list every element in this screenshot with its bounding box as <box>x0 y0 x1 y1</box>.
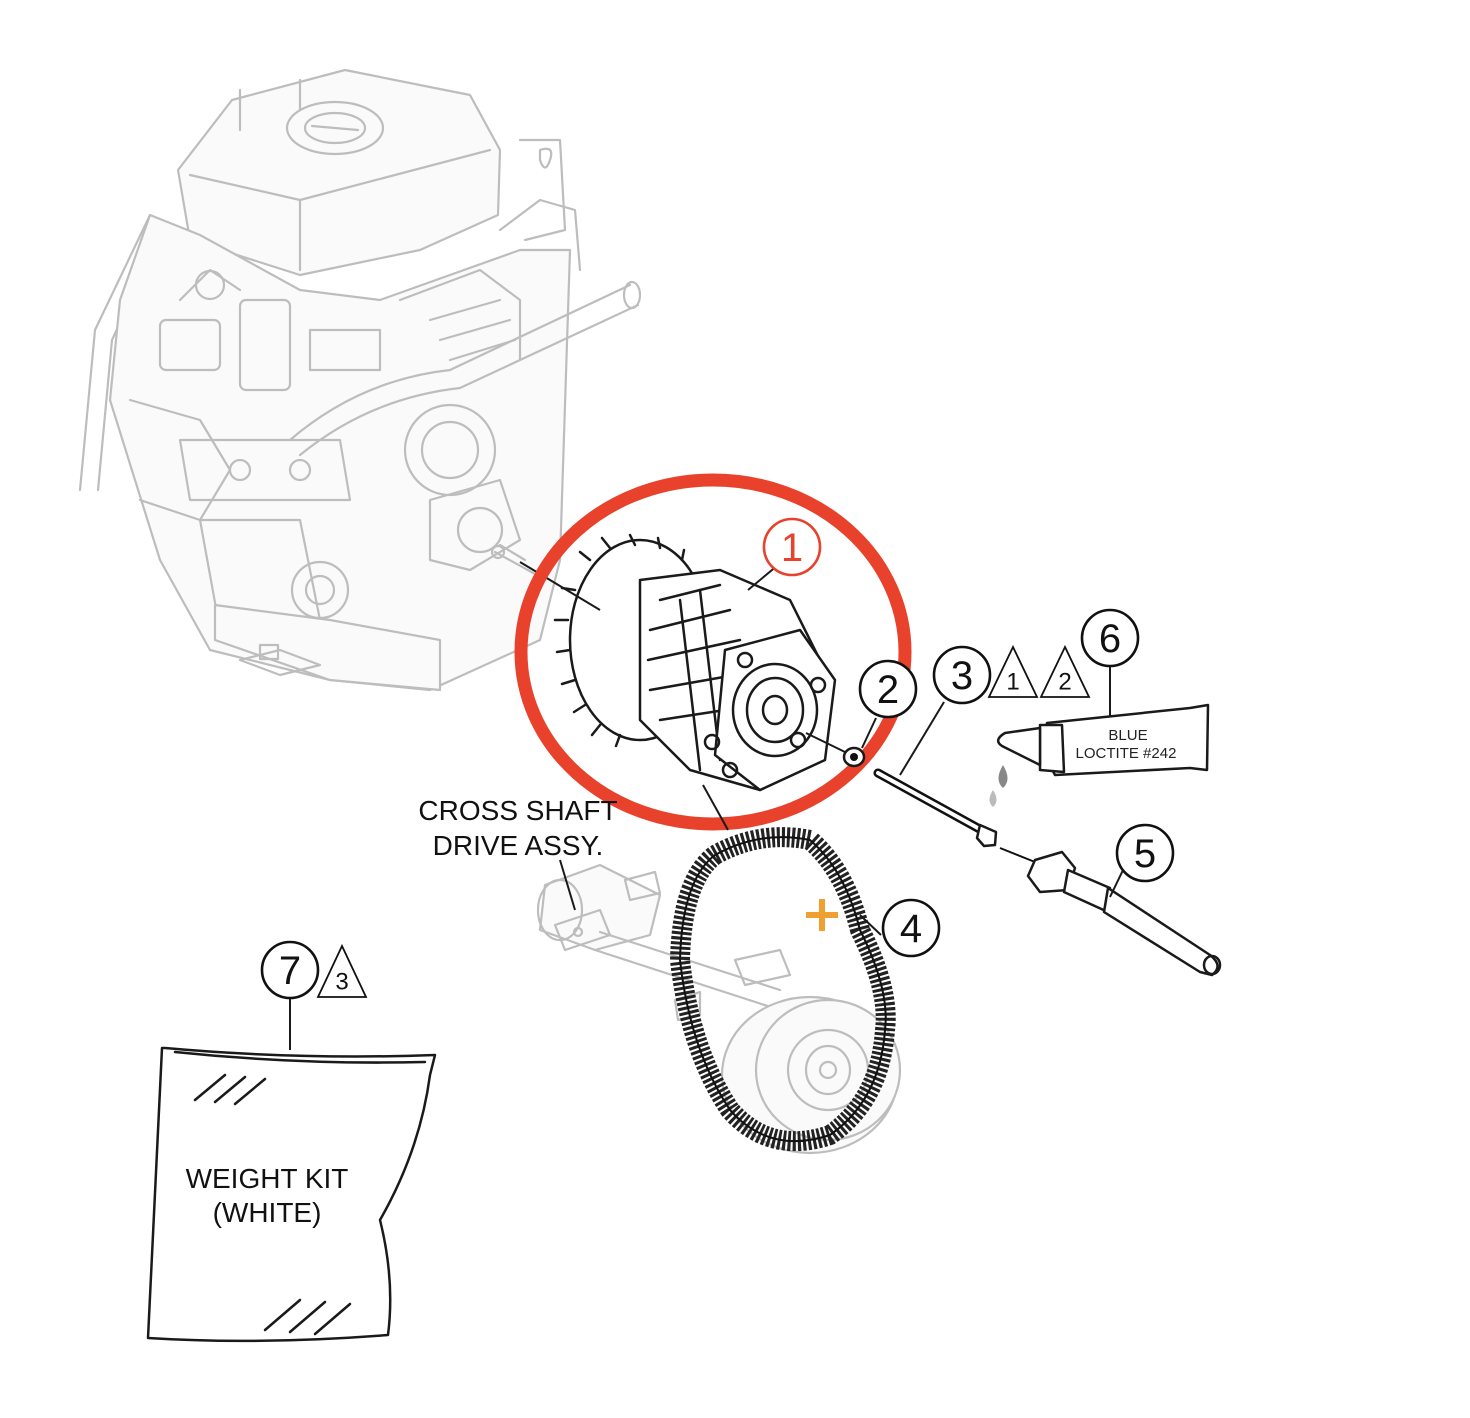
note-3-number: 3 <box>335 969 348 996</box>
weight-kit-label-line1: WEIGHT KIT <box>186 1163 349 1194</box>
note-triangle-3: 3 <box>316 943 368 998</box>
callout-4-number: 4 <box>900 907 922 951</box>
engine-illustration <box>78 68 642 692</box>
drive-belt <box>669 827 896 1152</box>
callout-7-number: 7 <box>279 949 301 993</box>
weight-kit-label-line2: (WHITE) <box>213 1197 322 1228</box>
note-1-number: 1 <box>1006 669 1019 696</box>
leader-lines <box>289 564 1125 1050</box>
cross-shaft-label-line2: DRIVE ASSY. <box>433 830 604 861</box>
callout-6: 6 <box>1080 608 1140 668</box>
callout-6-number: 6 <box>1099 617 1121 661</box>
highlight-ring <box>514 473 912 831</box>
callout-2: 2 <box>858 659 918 719</box>
callout-5: 5 <box>1115 823 1175 883</box>
loctite-tube-illustration: BLUE LOCTITE #242 <box>996 703 1210 777</box>
cross-shaft-drive-illustration <box>536 863 792 1022</box>
note-2-number: 2 <box>1058 669 1071 696</box>
callout-7: 7 <box>260 940 320 1000</box>
callout-2-number: 2 <box>877 668 899 712</box>
cross-shaft-label-line1: CROSS SHAFT <box>418 795 617 826</box>
callout-3: 3 <box>932 645 992 705</box>
puller-tool-illustration <box>999 847 1222 977</box>
callout-5-number: 5 <box>1134 832 1156 876</box>
callout-1: 1 <box>762 517 822 577</box>
callout-4: 4 <box>881 898 941 958</box>
center-cross-mark <box>806 899 838 931</box>
loctite-label-line2: LOCTITE #242 <box>1076 745 1177 762</box>
weight-kit-bag-illustration: WEIGHT KIT (WHITE) <box>146 1046 437 1343</box>
callout-1-number: 1 <box>781 526 803 570</box>
drip-icon <box>989 765 1008 807</box>
drive-clutch-illustration <box>519 533 837 792</box>
bolt-illustration <box>873 768 998 848</box>
note-triangle-1: 1 <box>987 644 1039 698</box>
washer-illustration <box>842 746 866 768</box>
note-triangle-2: 2 <box>1039 644 1091 698</box>
driven-pulley-illustration <box>720 995 902 1155</box>
callout-3-number: 3 <box>951 654 973 698</box>
loctite-label-line1: BLUE <box>1108 727 1147 744</box>
